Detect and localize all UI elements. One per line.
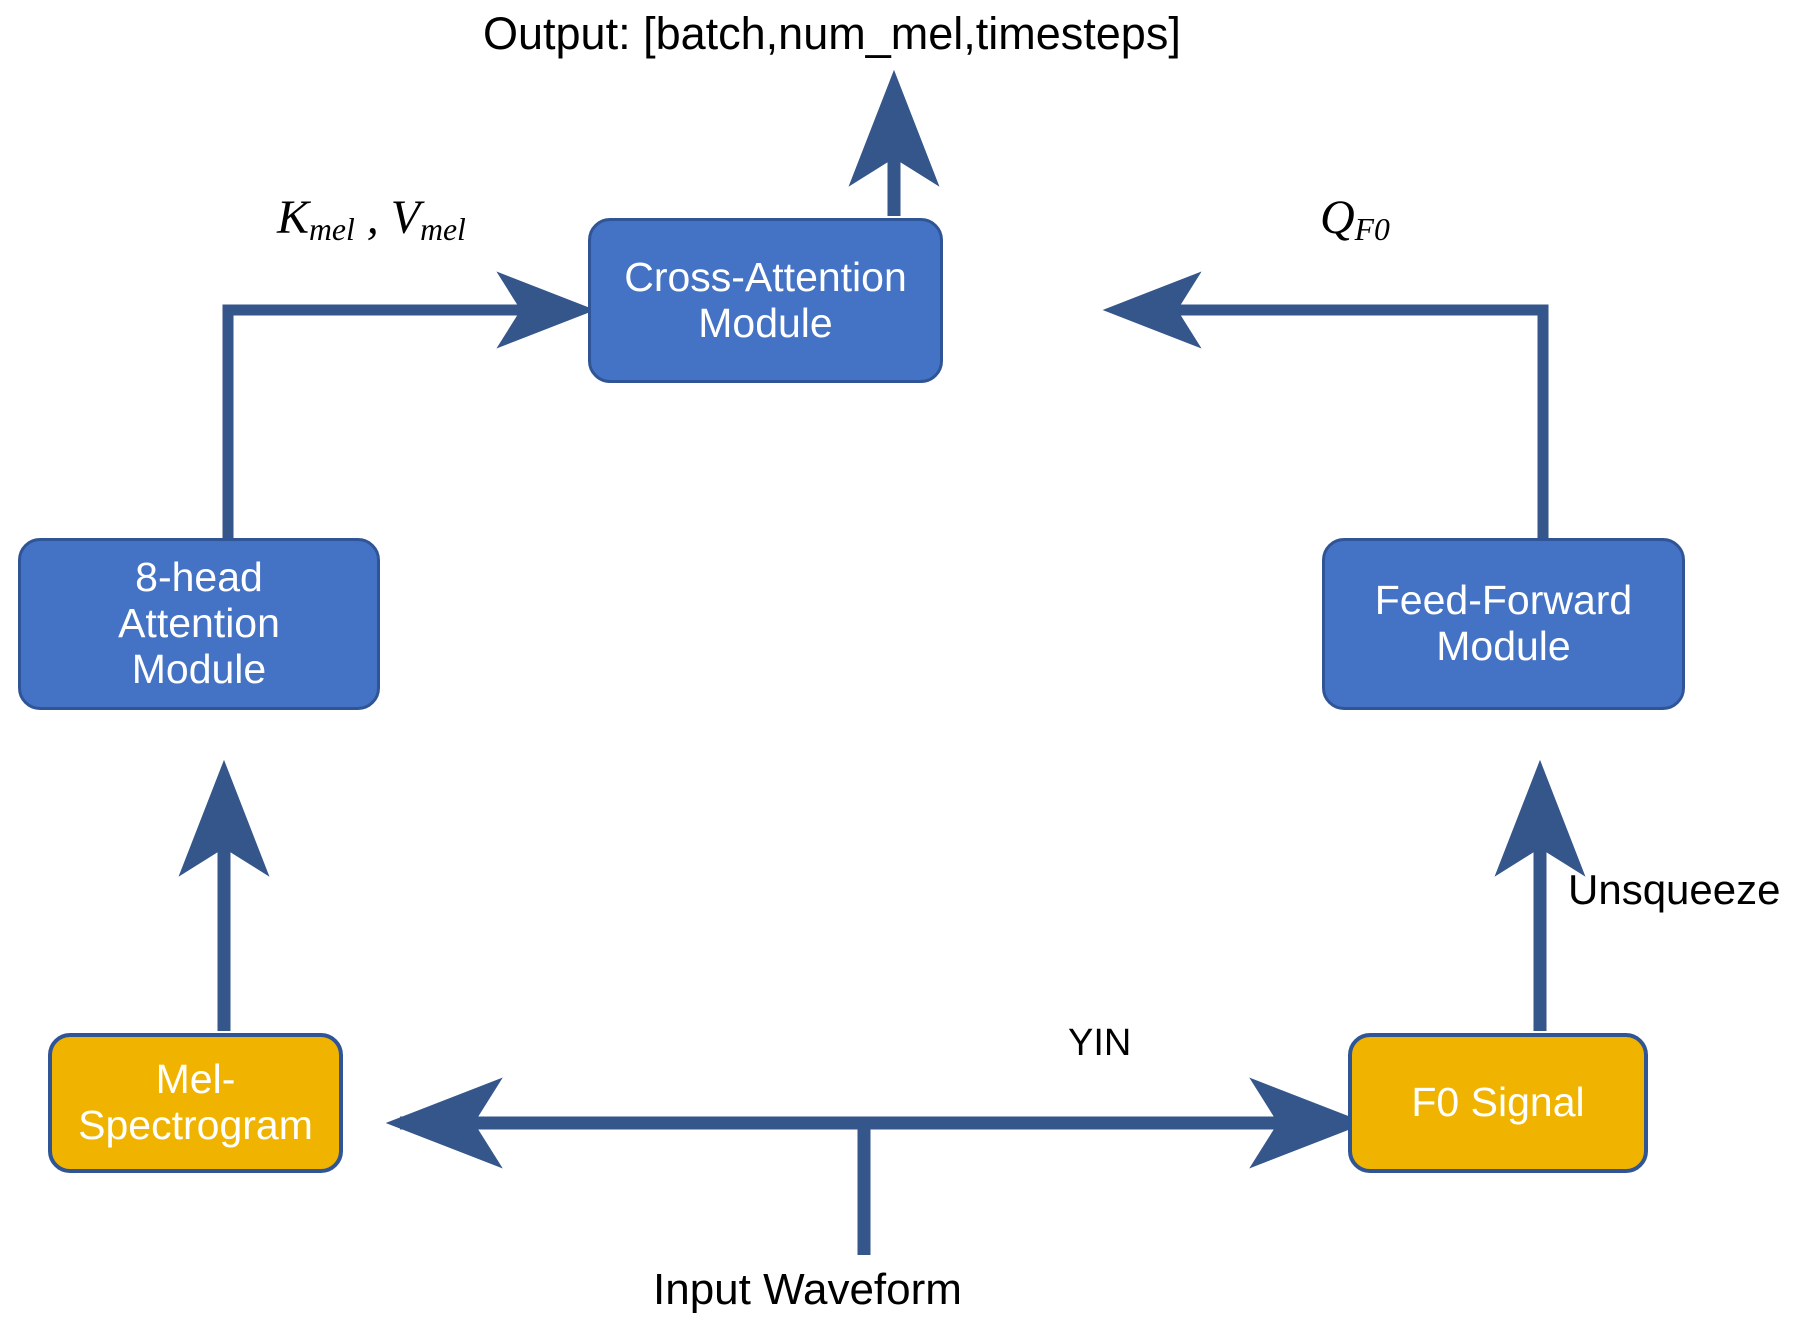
output-label: Output: [batch,num_mel,timesteps] [483,8,1181,59]
label-k-v-mel: Kmel , Vmel [277,190,466,248]
node-mel-spectrogram[interactable]: Mel- Spectrogram [48,1033,343,1173]
label-unsqueeze: Unsqueeze [1568,866,1781,913]
node-f0-signal[interactable]: F0 Signal [1348,1033,1648,1173]
label-q-f0: QF0 [1320,190,1390,248]
q-subscript: F0 [1354,211,1390,247]
node-feed-forward-module[interactable]: Feed-Forward Module [1322,538,1685,710]
q-symbol: Q [1320,191,1355,244]
node-8-head-attention-module[interactable]: 8-head Attention Module [18,538,380,710]
edge-attention-to-cross-attention [222,271,596,538]
node-cross-attention-module[interactable]: Cross-Attention Module [588,218,943,383]
label-yin: YIN [1068,1022,1132,1064]
label-separator: , [354,191,391,244]
k-subscript: mel [309,211,355,247]
v-symbol: V [390,191,421,244]
v-subscript: mel [420,211,466,247]
label-input-waveform: Input Waveform [653,1265,962,1314]
edge-feedforward-to-cross-attention [1102,271,1549,538]
k-symbol: K [277,191,310,244]
